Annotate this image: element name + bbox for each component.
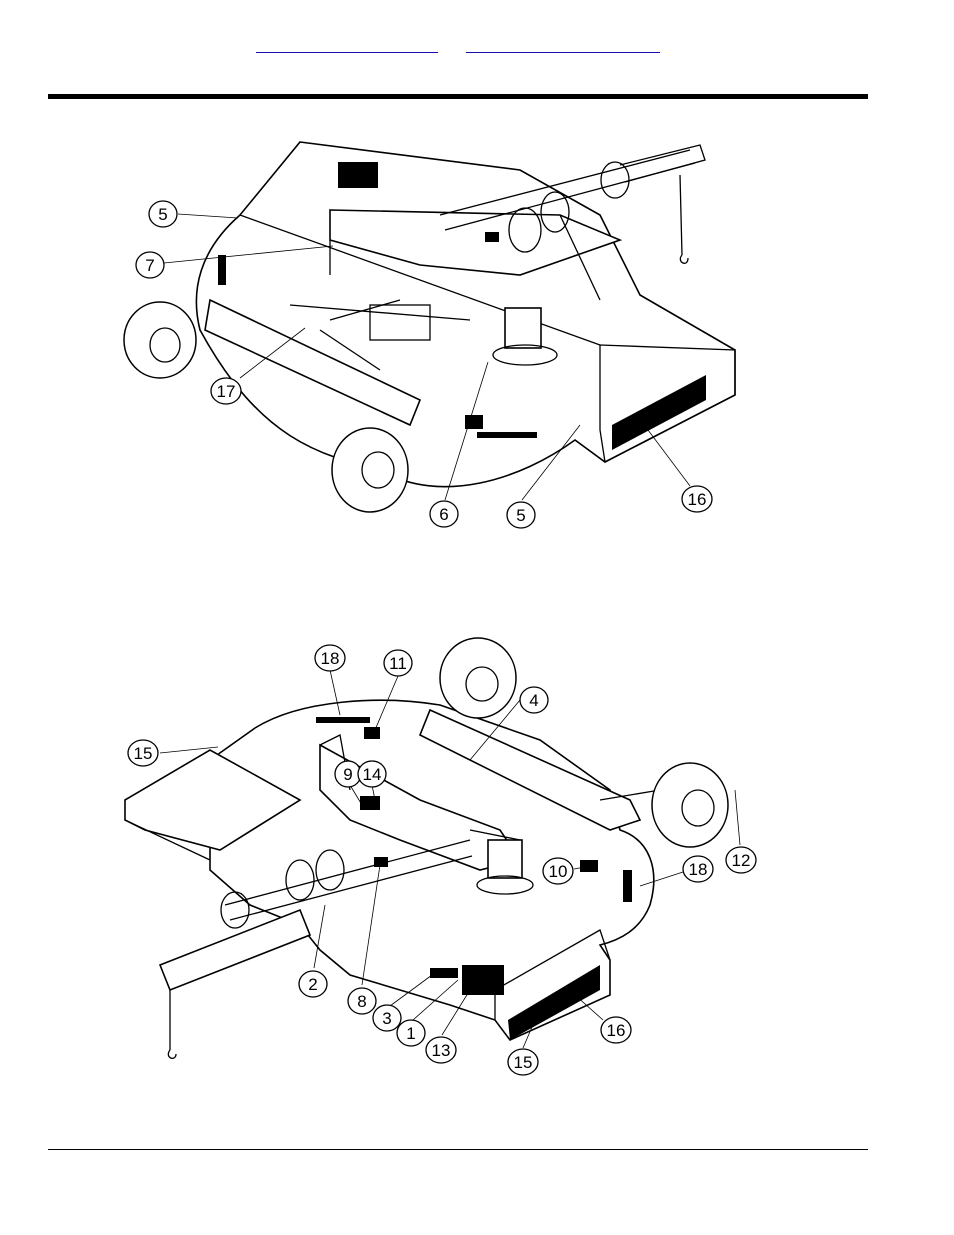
callout-15-b: 15 [507,1048,539,1076]
svg-text:5: 5 [516,506,525,525]
callout-18-a: 18 [314,644,346,672]
svg-text:10: 10 [549,862,568,881]
svg-text:16: 16 [688,490,707,509]
callout-7-top: 7 [135,251,165,279]
header-link-1[interactable] [256,38,438,53]
svg-text:8: 8 [357,992,366,1011]
callout-18-b: 18 [682,855,714,883]
svg-text:12: 12 [732,851,751,870]
callout-9: 9 [334,760,362,788]
callout-16-top: 16 [681,485,713,513]
callout-8: 8 [347,987,377,1015]
header-rule [48,94,868,99]
footer-rule [48,1149,868,1150]
callout-1: 1 [396,1019,426,1047]
svg-text:9: 9 [343,765,352,784]
header-link-2[interactable] [466,38,660,53]
top-leader-lines [163,213,691,501]
svg-text:11: 11 [389,654,407,673]
bottom-leader-lines [159,669,741,1049]
bottom-mower-drawing: Land Pride [124,637,729,1059]
callout-17-top: 17 [210,377,242,405]
svg-text:7: 7 [145,256,154,275]
callout-10: 10 [542,857,574,885]
svg-text:15: 15 [134,744,153,763]
top-mower-drawing: Land Pride [123,141,736,513]
callout-5-top-right: 5 [506,501,536,529]
svg-text:18: 18 [689,860,708,879]
svg-text:14: 14 [363,765,382,784]
svg-text:1: 1 [406,1024,415,1043]
svg-text:2: 2 [308,975,317,994]
svg-text:15: 15 [514,1053,533,1072]
callout-15-a: 15 [127,739,159,767]
callout-5-top-left: 5 [148,200,178,228]
callout-11: 11 [383,649,413,677]
callout-3: 3 [372,1004,402,1032]
svg-text:13: 13 [432,1041,451,1060]
callout-12: 12 [725,846,757,874]
callout-16-b: 16 [600,1016,632,1044]
top-callouts: 5 7 17 6 5 16 [135,200,713,529]
callout-13: 13 [425,1036,457,1064]
callout-14: 14 [357,760,387,788]
svg-text:18: 18 [321,649,340,668]
svg-text:5: 5 [158,205,167,224]
svg-text:6: 6 [439,505,448,524]
callout-2: 2 [298,970,328,998]
callout-4: 4 [519,686,549,714]
svg-text:3: 3 [382,1009,391,1028]
svg-text:16: 16 [607,1021,626,1040]
callout-6-top: 6 [429,500,459,528]
bottom-callouts: 18 11 4 15 9 14 10 18 12 2 8 3 1 13 16 1… [127,644,757,1076]
svg-text:4: 4 [529,691,538,710]
svg-text:17: 17 [217,382,236,401]
